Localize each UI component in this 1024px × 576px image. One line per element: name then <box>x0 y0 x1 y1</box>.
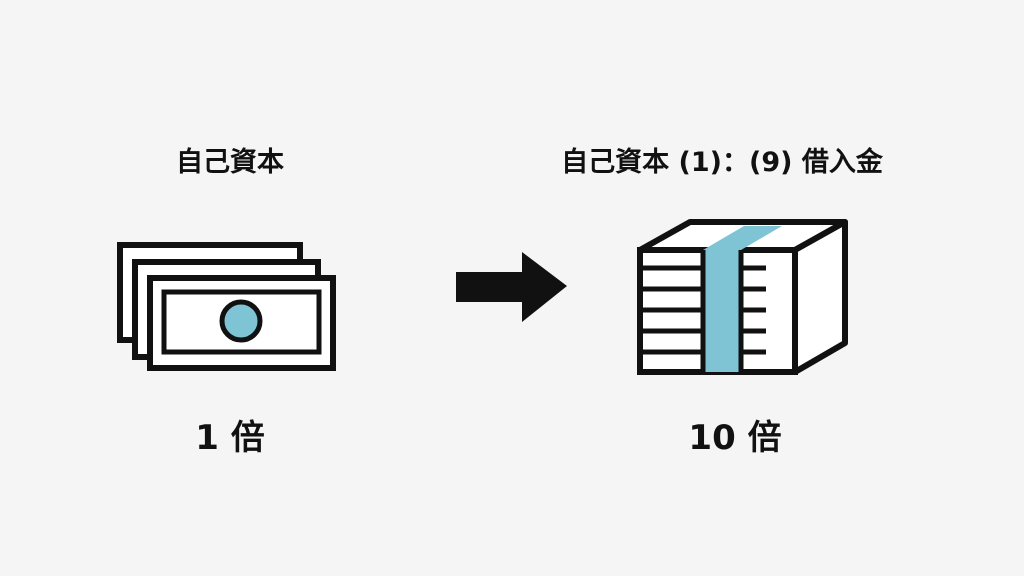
banknote-emblem-circle <box>219 299 263 343</box>
bundle-band-top <box>703 226 782 250</box>
banded-money-bundle-icon <box>637 219 848 375</box>
bundle-band-front <box>703 250 741 372</box>
bundle-side-face <box>792 219 848 375</box>
arrow-right-icon <box>456 252 567 322</box>
banknote-stack-icon <box>117 242 336 371</box>
arrow-shape <box>456 252 567 322</box>
